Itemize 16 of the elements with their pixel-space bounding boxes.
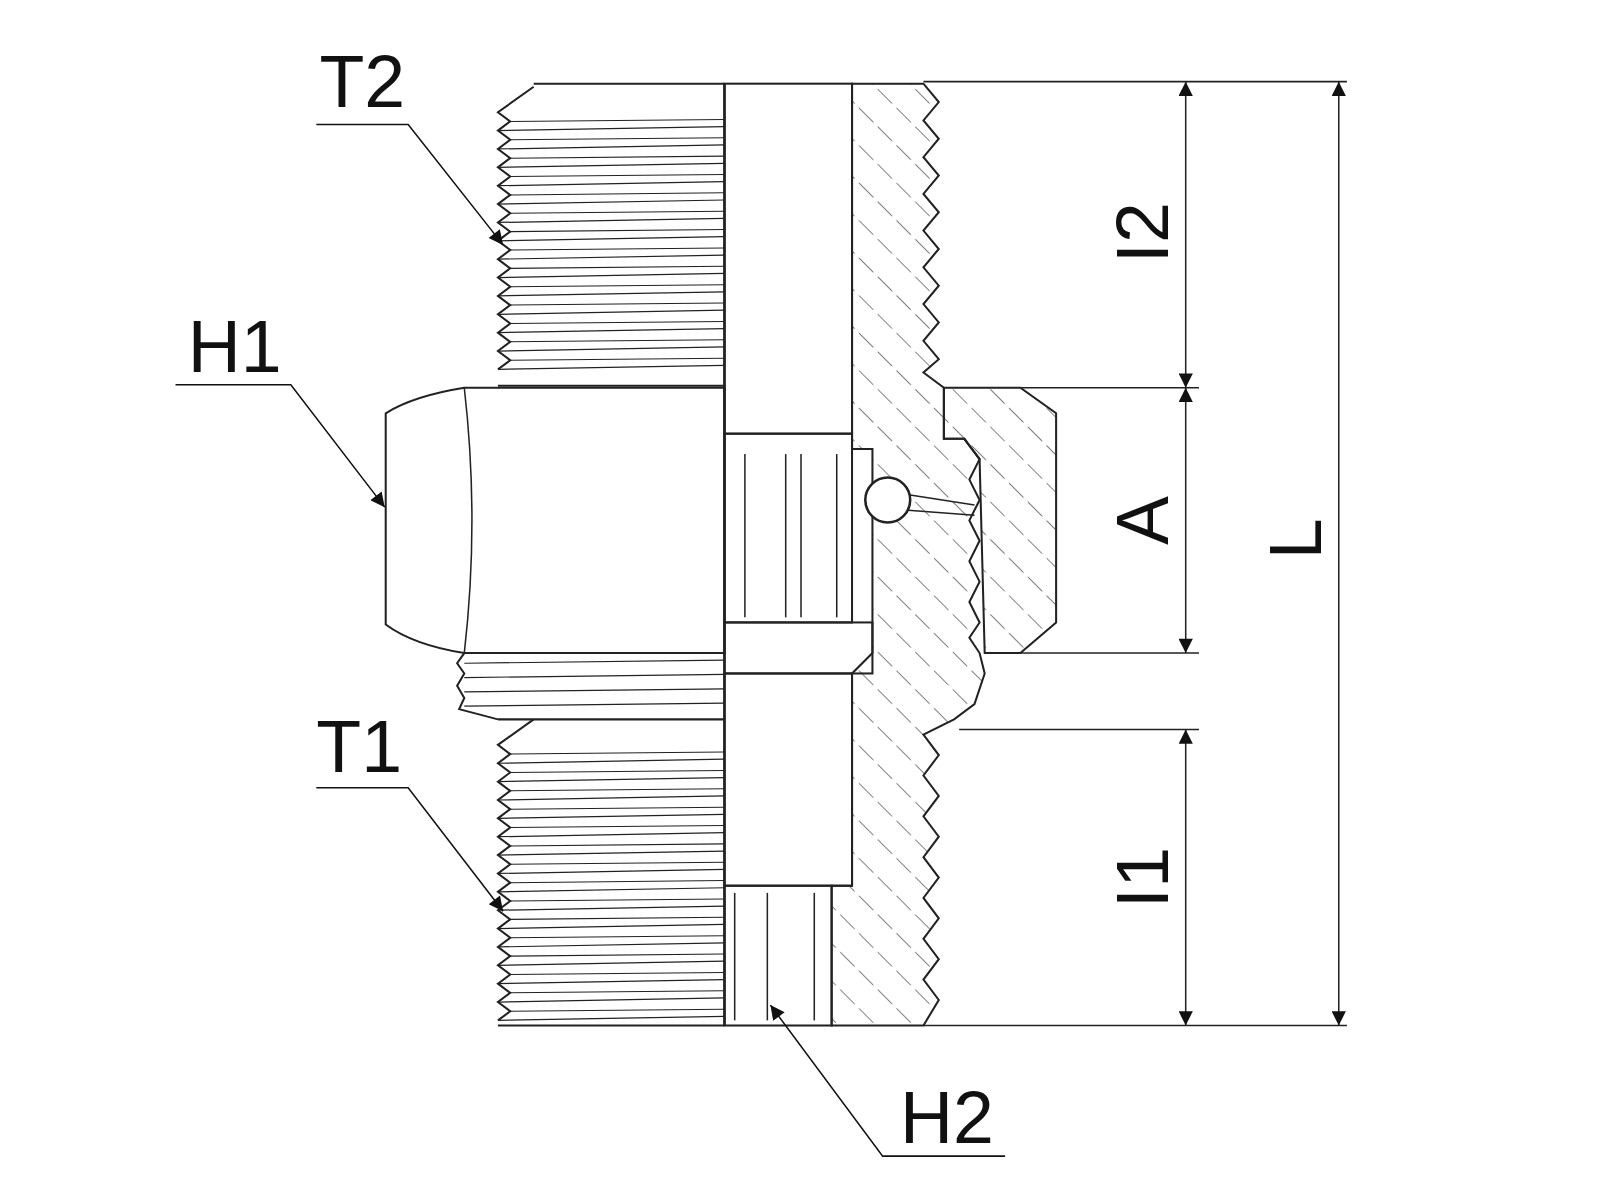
thread-drawing: [496, 82, 726, 387]
callout-label: H2: [900, 1080, 994, 1155]
leader-line: [174, 383, 386, 508]
leader-line: [315, 123, 504, 246]
hex-drawing: [384, 386, 726, 655]
callout-label: H1: [187, 310, 282, 384]
thread-drawing: [496, 718, 726, 1027]
bore-drawing: [723, 884, 833, 1027]
dimension-label: I2: [1106, 202, 1180, 264]
leader-line: [769, 1004, 1006, 1157]
leader-line: [315, 787, 504, 912]
dimension-label: A: [1106, 495, 1180, 545]
callout-label: T1: [316, 710, 403, 784]
dimension-label: I1: [1106, 846, 1180, 909]
dimension-label: L: [1259, 518, 1333, 560]
callout-label: T2: [319, 44, 406, 119]
